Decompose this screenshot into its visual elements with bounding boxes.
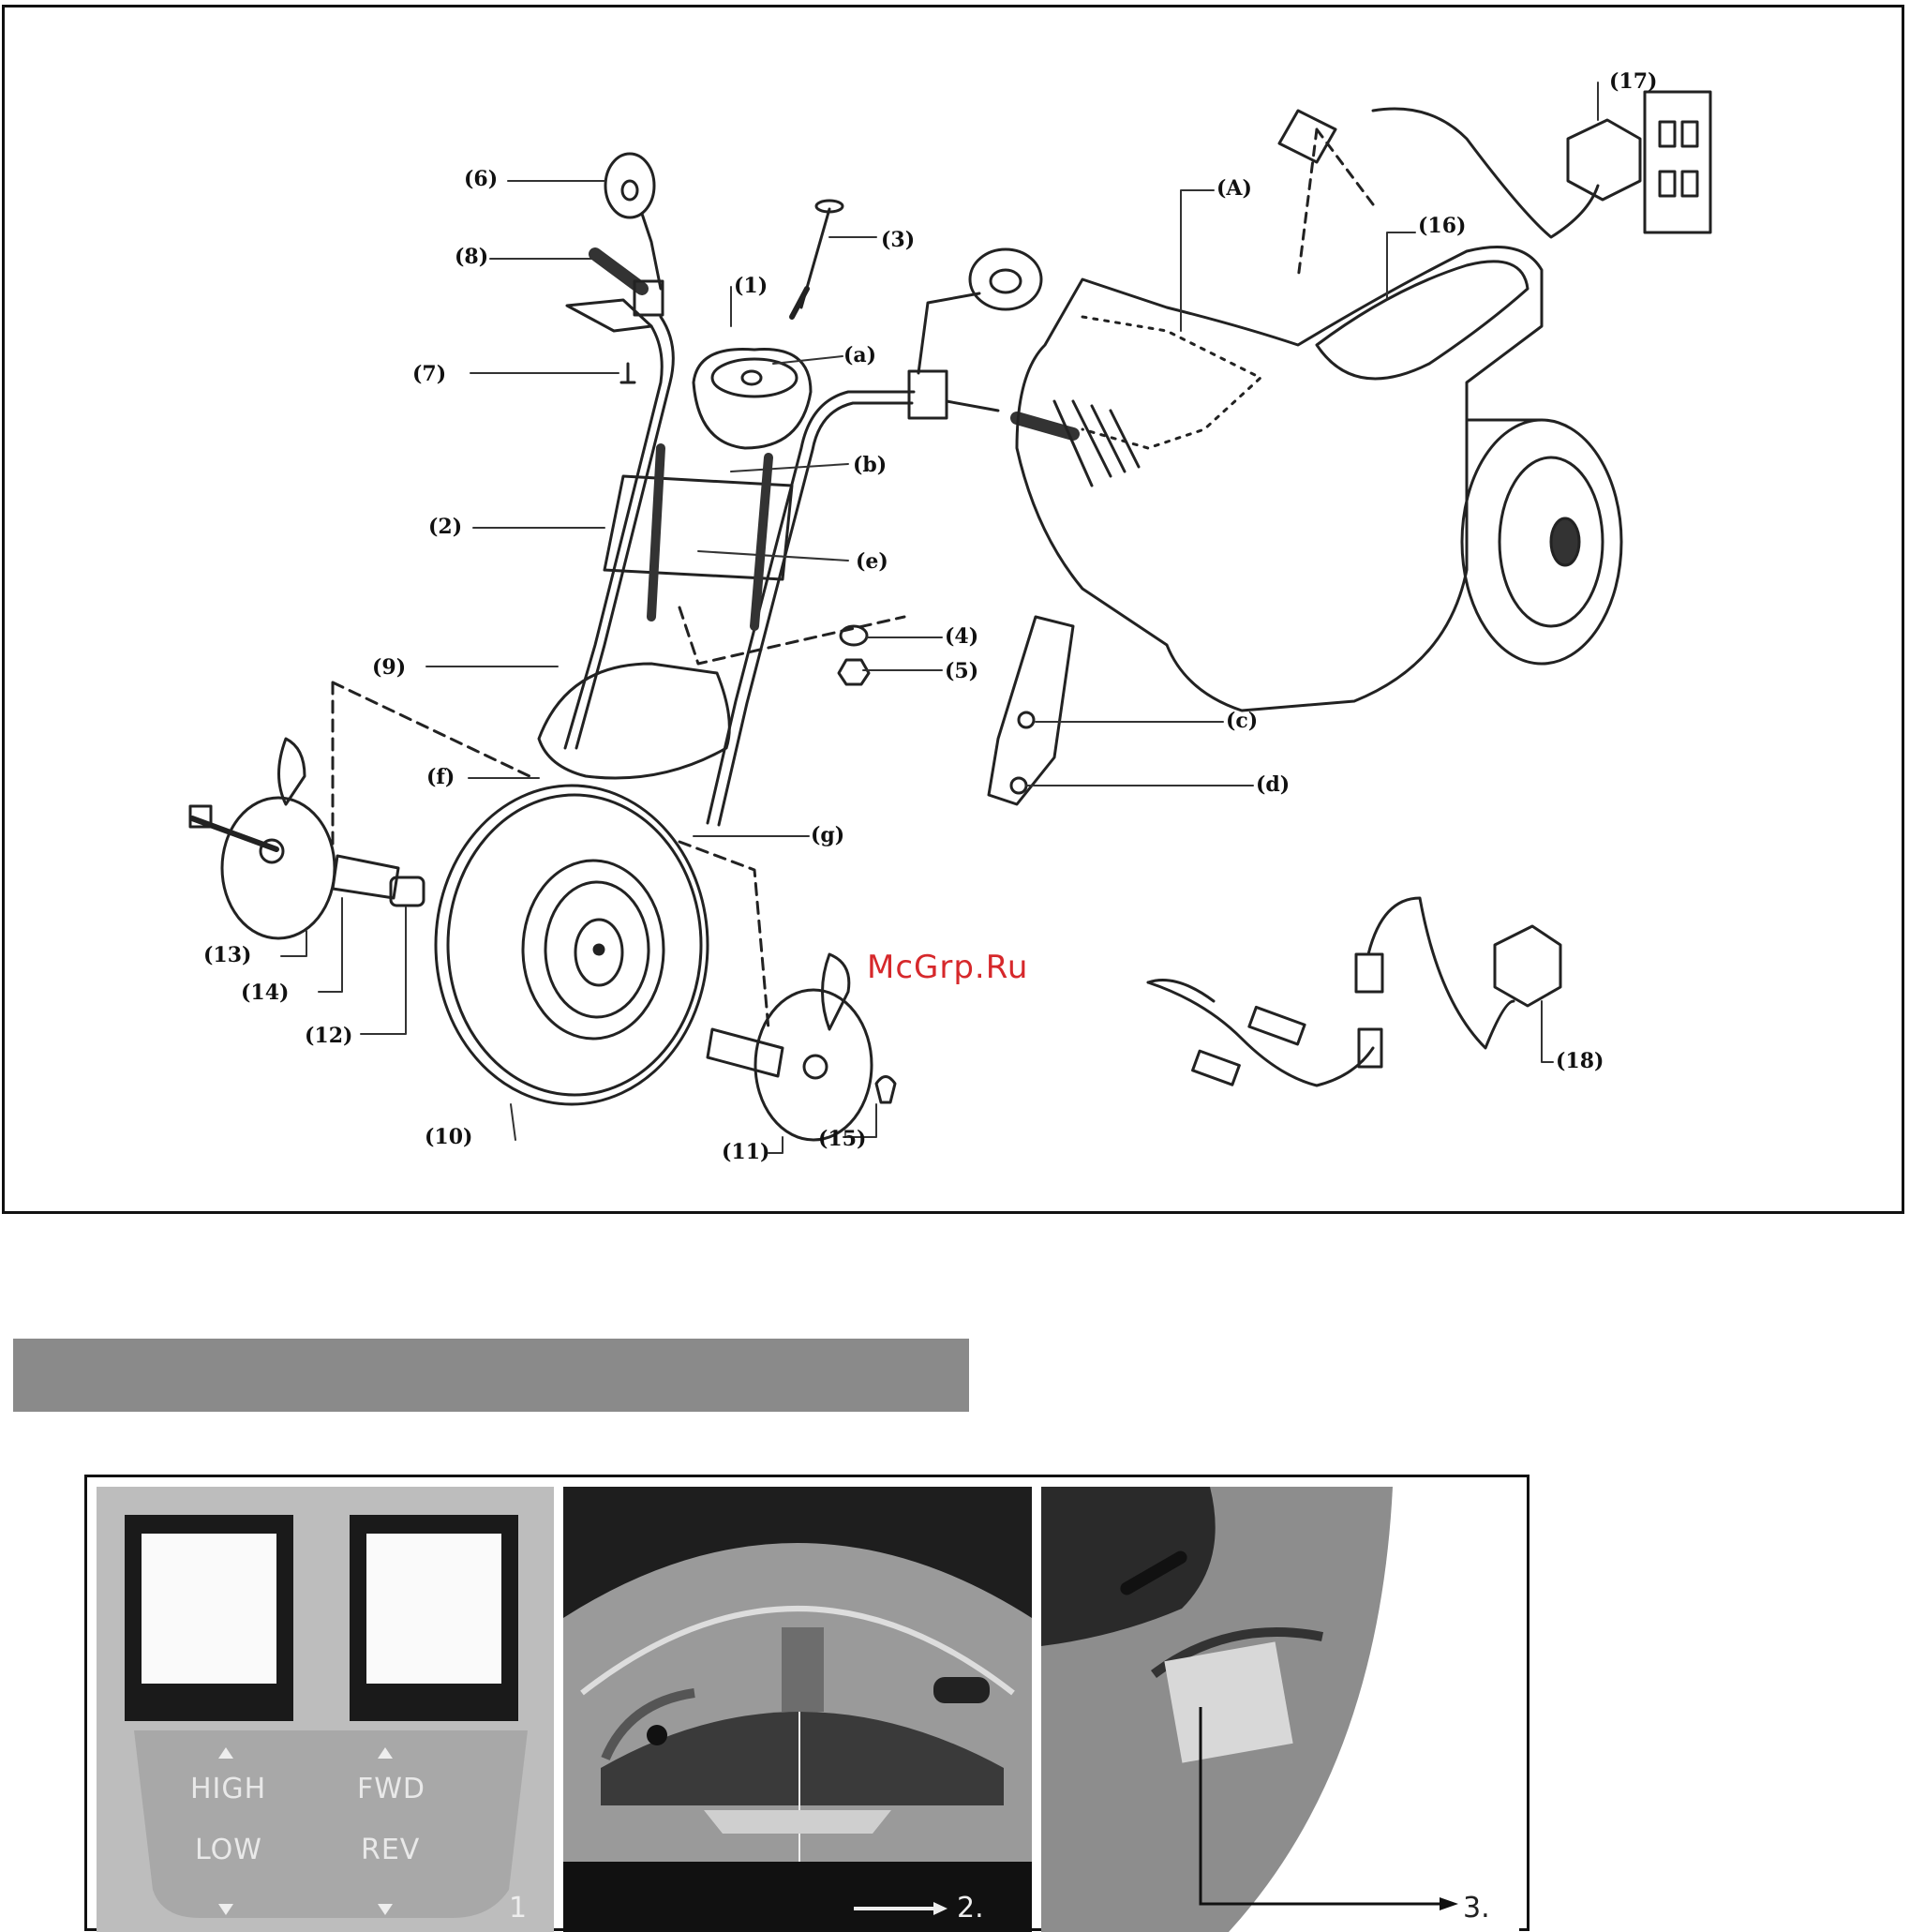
callout-8: (8) (455, 247, 488, 267)
callout-A: (A) (1216, 178, 1252, 199)
callout-13: (13) (203, 945, 251, 966)
nut-5 (839, 660, 869, 684)
callout-d: (d) (1256, 774, 1290, 795)
headlight-housing (694, 349, 811, 448)
photo-strip: HIGH LOW FWD REV 1 2. (84, 1475, 1529, 1931)
photo-number-1: 1 (509, 1892, 527, 1925)
label-rev: REV (361, 1834, 420, 1866)
callout-16: (16) (1418, 216, 1466, 236)
label-low: LOW (195, 1834, 262, 1866)
callout-5: (5) (945, 661, 978, 681)
connector-top (1279, 111, 1336, 162)
front-fender (539, 664, 729, 778)
callout-1: (1) (734, 276, 768, 296)
hub-plate-right (755, 990, 872, 1140)
axle-14 (333, 856, 398, 898)
callout-17: (17) (1609, 71, 1657, 92)
footrest-bracket (989, 617, 1073, 804)
callout-g: (g) (811, 825, 844, 846)
photo-switches: HIGH LOW FWD REV 1 (97, 1487, 554, 1932)
callout-3: (3) (881, 230, 915, 250)
nut-15 (876, 1077, 895, 1103)
callout-c: (c) (1226, 711, 1258, 731)
callout-e: (e) (856, 551, 888, 572)
callout-b: (b) (853, 455, 887, 475)
callout-6: (6) (464, 169, 498, 189)
callout-11: (11) (722, 1142, 769, 1162)
callout-9: (9) (372, 657, 406, 678)
photo-number-2: 2. (957, 1892, 984, 1925)
callout-10: (10) (425, 1127, 472, 1147)
mirror-left (605, 154, 654, 217)
section-header-bar (13, 1339, 969, 1412)
callout-2: (2) (428, 517, 462, 537)
bolt-7 (621, 364, 634, 382)
mirror-right (970, 249, 1041, 309)
exploded-diagram: (6) (8) (7) (3) (1) (a) (b) (2) (e) (4) … (2, 5, 1904, 1214)
photo-dashboard: 2. (563, 1487, 1032, 1932)
photo-number-3: 3. (1463, 1892, 1490, 1925)
label-high: HIGH (190, 1773, 266, 1805)
photo-compartment: 3. (1041, 1487, 1519, 1932)
grip-clamp-right (909, 371, 947, 418)
brake-lever (567, 300, 651, 331)
assembly-drawing (5, 7, 1907, 1217)
charger-cable (1373, 109, 1598, 237)
dashboard-drawing (563, 1487, 1032, 1932)
charger-18 (1495, 926, 1560, 1006)
callout-15: (15) (818, 1129, 866, 1149)
watermark: McGrp.Ru (867, 949, 1028, 986)
callout-4: (4) (945, 626, 978, 647)
hub-plate-left (222, 798, 335, 938)
callout-18: (18) (1556, 1051, 1604, 1071)
label-fwd: FWD (357, 1773, 425, 1805)
callout-12: (12) (305, 1026, 352, 1046)
wall-outlet (1645, 92, 1710, 232)
callout-7: (7) (412, 364, 446, 384)
front-wheel (436, 786, 708, 1104)
motorcycle-body (1017, 247, 1542, 711)
callout-f: (f) (426, 767, 455, 787)
wiring-harness (1148, 982, 1373, 1086)
charger-17 (1568, 120, 1640, 200)
switch-panel-drawing (97, 1487, 554, 1932)
axle-right (708, 1029, 783, 1076)
callout-a: (a) (843, 345, 876, 366)
compartment-drawing (1041, 1487, 1519, 1932)
rear-wheel (1462, 420, 1621, 664)
plug-female (1356, 954, 1382, 992)
callout-14: (14) (241, 982, 289, 1003)
